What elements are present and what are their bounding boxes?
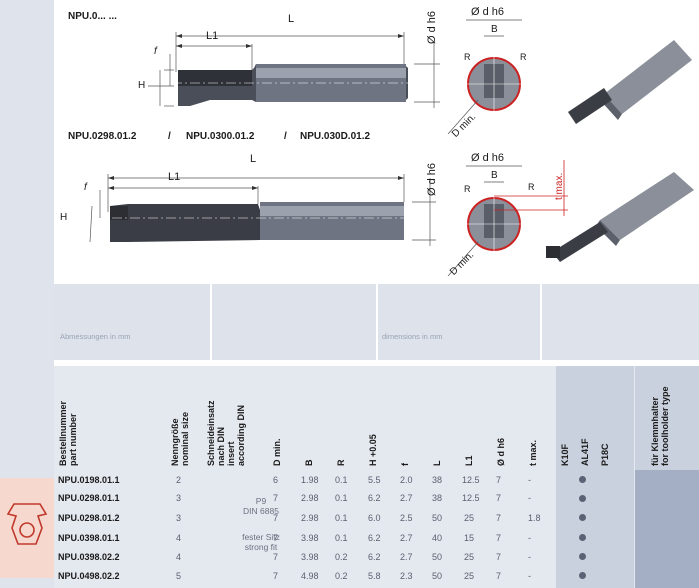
header-l1: L1 <box>464 455 474 466</box>
availability-dot <box>579 495 586 502</box>
cs-top-d-label: Ø d h6 <box>471 6 505 18</box>
top-drawing-title: NPU.0... ... <box>68 11 117 22</box>
header-h: H +0.05 <box>368 434 378 466</box>
bottom-side-view-drawing <box>89 174 436 246</box>
header-dmin: D min. <box>272 438 282 466</box>
top-isometric-tool <box>568 40 692 124</box>
bottom-drawing-title-sep-1: / <box>168 131 171 142</box>
header-p18c: P18C <box>600 443 610 466</box>
cs-bottom-B-label: B <box>491 170 498 181</box>
availability-dot <box>579 476 586 483</box>
cs-top-R-right-label: R <box>520 52 527 62</box>
availability-dot <box>579 514 586 521</box>
table-row: NPU.0498.02.2 5 7 4.98 0.2 5.8 2.3 50 25… <box>58 571 531 581</box>
header-tmax: t max. <box>528 439 538 466</box>
top-cross-section-drawing <box>447 19 528 135</box>
table-row: NPU.0198.01.1 2 6 1.98 0.1 5.5 2.0 38 12… <box>58 475 531 485</box>
table-row: NPU.0398.01.1 4 7 3.98 0.1 6.2 2.7 40 15… <box>58 533 531 543</box>
dim-H-label-bottom: H <box>60 212 68 223</box>
cs-bottom-d-label: Ø d h6 <box>471 152 505 164</box>
header-f: f <box>400 463 410 466</box>
dim-L-label: L <box>288 13 295 25</box>
header-insert-din: Schneideinsatz nach DIN insert according… <box>206 400 246 466</box>
dimensions-note-english: dimensions in mm <box>382 332 443 341</box>
cs-top-R-left-label: R <box>464 52 471 62</box>
insert-type-marker <box>0 478 54 578</box>
dim-L1-label: L1 <box>206 30 219 42</box>
bottom-drawing-title-2: NPU.0300.01.2 <box>186 131 255 142</box>
header-toolholder: für Klemmhalter for toolholder type <box>650 386 670 467</box>
insert-din-note: P9 DIN 6885 <box>243 496 279 516</box>
availability-dot <box>579 572 586 579</box>
cs-bottom-R-right-label: R <box>528 182 535 192</box>
bottom-isometric-tool <box>546 172 694 262</box>
header-d: Ø d h6 <box>496 437 506 466</box>
top-side-view-drawing <box>148 32 440 108</box>
strong-fit-note: fester Sitz strong fit <box>242 532 280 552</box>
dimensions-band: Abmessungen in mm dimensions in mm <box>54 284 699 360</box>
table-row: NPU.0398.02.2 4 7 3.98 0.2 6.2 2.7 50 25… <box>58 552 531 562</box>
availability-dot <box>579 553 586 560</box>
table-row: NPU.0298.01.1 3 7 2.98 0.1 6.2 2.7 38 12… <box>58 493 531 503</box>
dim-L-label-bottom: L <box>250 153 257 165</box>
availability-dot <box>579 534 586 541</box>
cs-top-B-label: B <box>491 24 498 35</box>
dim-d-label: Ø d h6 <box>426 10 438 44</box>
dim-f-label: f <box>154 46 157 57</box>
specification-table: Bestellnummer part number Nenngröße nomi… <box>54 366 699 588</box>
table-row: NPU.0298.01.2 3 7 2.98 0.1 6.0 2.5 50 25… <box>58 513 541 523</box>
header-part-number: Bestellnummer part number <box>58 400 78 466</box>
keyway-insert-icon <box>6 503 48 545</box>
header-al41f: AL41F <box>580 438 590 466</box>
header-k10f: K10F <box>560 443 570 466</box>
header-r: R <box>336 459 346 467</box>
dimensions-note-german: Abmessungen in mm <box>60 332 131 341</box>
dim-L1-label-bottom: L1 <box>168 171 181 183</box>
header-nominal-size: Nenngröße nominal size <box>170 411 190 466</box>
dim-f-label-bottom: f <box>84 182 87 193</box>
cs-bottom-R-left-label: R <box>464 184 471 194</box>
bottom-drawing-title-sep-2: / <box>284 131 287 142</box>
header-b: B <box>304 459 314 467</box>
left-side-band <box>0 0 54 588</box>
dim-d-label-bottom: Ø d h6 <box>426 162 438 196</box>
bottom-drawing-title-3: NPU.030D.01.2 <box>300 131 371 142</box>
bottom-drawing-title-1: NPU.0298.01.2 <box>68 131 137 142</box>
technical-drawings: NPU.0... ... L L1 f H Ø d h6 Ø <box>54 0 699 284</box>
dim-H-label: H <box>138 80 146 91</box>
bottom-cross-section-drawing <box>447 160 568 277</box>
header-l: L <box>432 460 442 467</box>
